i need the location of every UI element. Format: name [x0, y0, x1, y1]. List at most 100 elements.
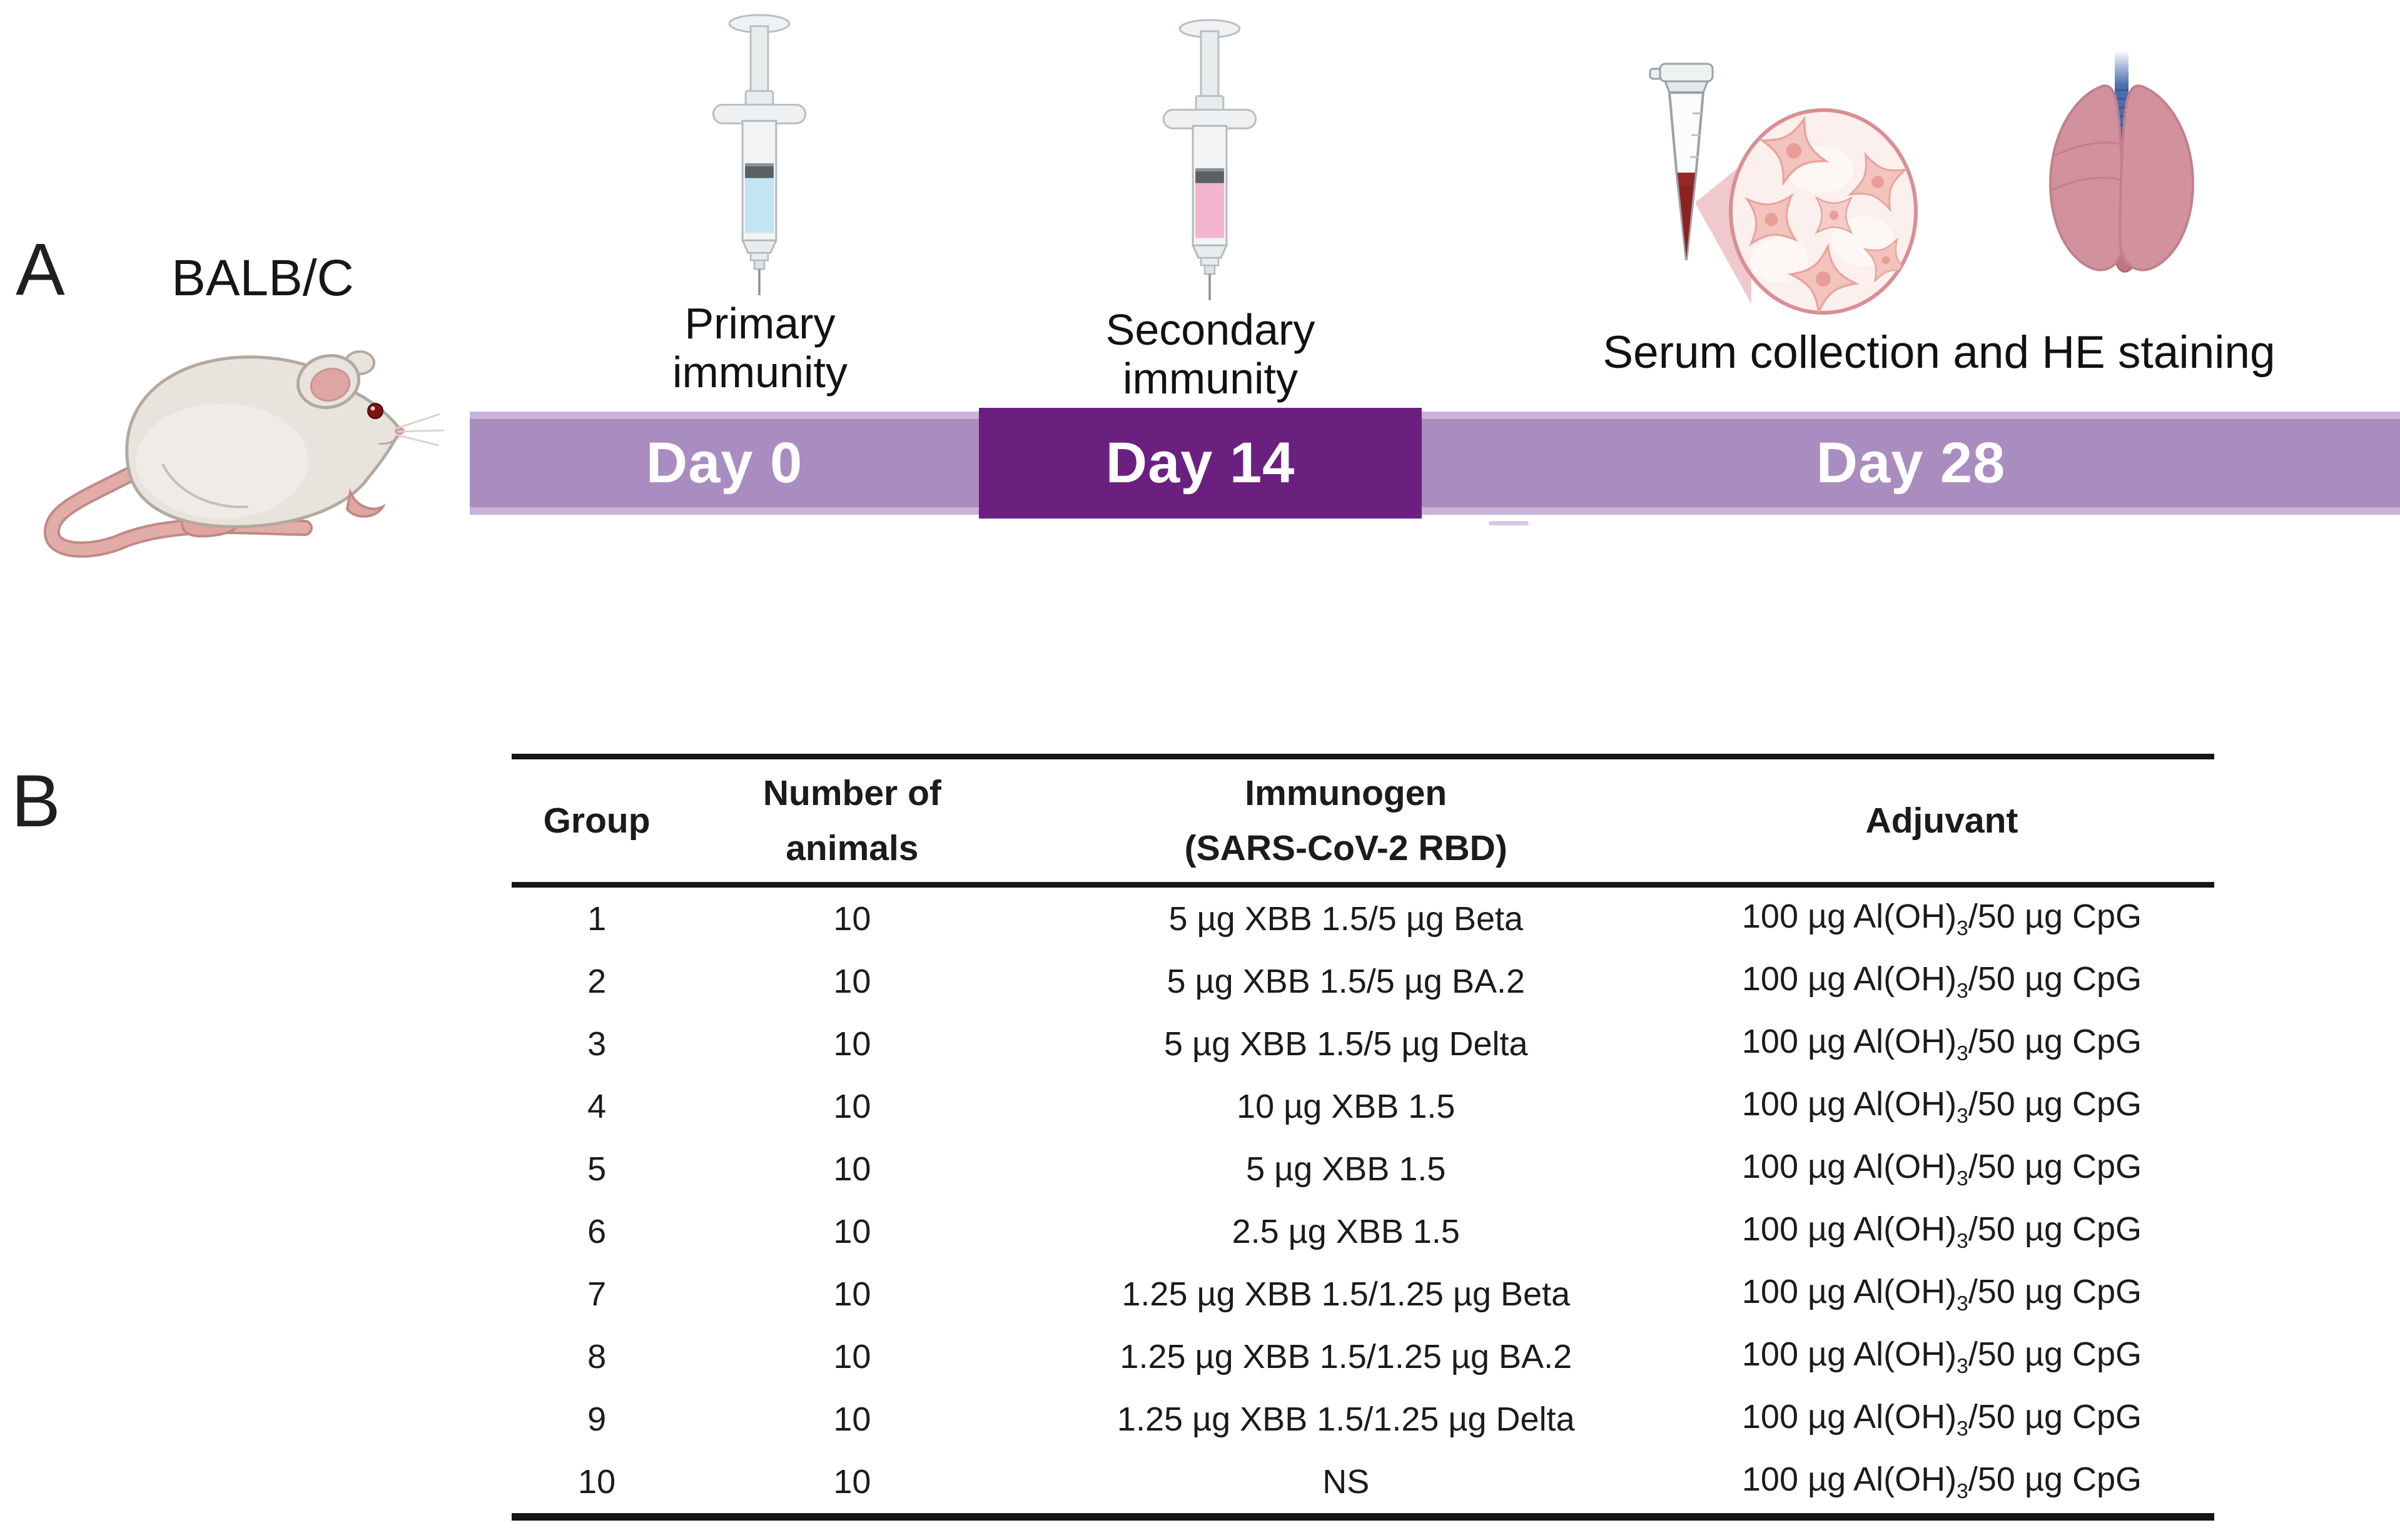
header-immunogen-line1: Immunogen	[1245, 773, 1447, 813]
timeline-segment-day28: Day 28	[1422, 412, 2400, 515]
cell-immunogen: 5 µg XBB 1.5/5 µg Beta	[1168, 900, 1524, 938]
syringe-icon	[1162, 19, 1257, 300]
adjuvant-sub: 3	[1957, 1229, 1968, 1253]
cell-animals: 10	[833, 900, 871, 938]
timeline-segment-day14: Day 14	[979, 408, 1422, 519]
adjuvant-sub: 3	[1957, 979, 1968, 1003]
primary-immunity-line2: immunity	[672, 348, 848, 397]
secondary-immunity-label: Secondary immunity	[1053, 305, 1368, 403]
groups-table: Group Number of animals Immunogen (SARS-…	[512, 754, 2214, 1521]
syringe-icon	[712, 14, 807, 295]
secondary-immunity-line1: Secondary	[1105, 305, 1315, 354]
cell-adjuvant: 100 µg Al(OH)3/50 µg CpG	[1669, 1451, 2214, 1517]
table-header-row: Group Number of animals Immunogen (SARS-…	[512, 757, 2214, 885]
cell-animals: 10	[833, 1275, 871, 1313]
secondary-syringe-illustration	[1159, 14, 1260, 300]
adjuvant-post: /50 µg CpG	[1968, 898, 2142, 936]
cell-group: 4	[587, 1088, 607, 1125]
cell-immunogen: 5 µg XBB 1.5/5 µg BA.2	[1167, 963, 1526, 1000]
mouse-illustration	[34, 308, 447, 570]
day28-label: Day 28	[1816, 431, 2006, 495]
cell-immunogen: 5 µg XBB 1.5	[1246, 1150, 1446, 1188]
adjuvant-sub: 3	[1957, 1167, 1968, 1190]
cell-group: 1	[587, 900, 607, 938]
cell-adjuvant: 100 µg Al(OH)3/50 µg CpG	[1669, 885, 2214, 951]
cell-group: 3	[587, 1025, 607, 1063]
cell-animals: 10	[833, 1213, 871, 1250]
table-row: 10 10 NS 100 µg Al(OH)3/50 µg CpG	[512, 1451, 2214, 1517]
cell-group: 5	[587, 1150, 607, 1188]
lungs-illustration	[2028, 45, 2215, 288]
adjuvant-post: /50 µg CpG	[1968, 1148, 2142, 1186]
table-row: 6 10 2.5 µg XBB 1.5 100 µg Al(OH)3/50 µg…	[512, 1200, 2214, 1263]
table-row: 8 10 1.25 µg XBB 1.5/1.25 µg BA.2 100 µg…	[512, 1325, 2214, 1388]
cell-adjuvant: 100 µg Al(OH)3/50 µg CpG	[1669, 1325, 2214, 1388]
cell-animals: 10	[833, 1338, 871, 1375]
cell-adjuvant: 100 µg Al(OH)3/50 µg CpG	[1669, 1013, 2214, 1075]
timeline-segment-day0: Day 0	[470, 412, 979, 515]
adjuvant-sub: 3	[1957, 1479, 1968, 1503]
adjuvant-pre: 100 µg Al(OH)	[1741, 1335, 1957, 1374]
header-animals-line2: animals	[786, 828, 919, 868]
cell-immunogen: 1.25 µg XBB 1.5/1.25 µg Delta	[1116, 1401, 1575, 1438]
primary-syringe-illustration	[709, 9, 810, 295]
cell-adjuvant: 100 µg Al(OH)3/50 µg CpG	[1669, 950, 2214, 1013]
primary-immunity-label: Primary immunity	[602, 299, 918, 397]
secondary-immunity-line2: immunity	[1122, 354, 1299, 403]
panel-b-label: B	[11, 760, 61, 843]
cell-immunogen: 1.25 µg XBB 1.5/1.25 µg BA.2	[1120, 1338, 1572, 1375]
header-immunogen: Immunogen (SARS-CoV-2 RBD)	[1023, 757, 1669, 885]
syringe-liquid	[1195, 183, 1224, 238]
cell-group: 7	[587, 1275, 607, 1313]
adjuvant-pre: 100 µg Al(OH)	[1741, 1148, 1957, 1186]
cell-group: 10	[578, 1463, 616, 1501]
table-row: 2 10 5 µg XBB 1.5/5 µg BA.2 100 µg Al(OH…	[512, 950, 2214, 1013]
cell-immunogen: NS	[1322, 1463, 1370, 1501]
syringe-liquid	[745, 178, 774, 233]
adjuvant-post: /50 µg CpG	[1968, 1461, 2142, 1499]
cell-group: 6	[587, 1213, 607, 1250]
adjuvant-post: /50 µg CpG	[1968, 1273, 2142, 1311]
cell-immunogen: 10 µg XBB 1.5	[1237, 1088, 1456, 1125]
adjuvant-post: /50 µg CpG	[1968, 960, 2142, 998]
cell-immunogen: 5 µg XBB 1.5/5 µg Delta	[1163, 1025, 1528, 1063]
adjuvant-pre: 100 µg Al(OH)	[1741, 898, 1957, 936]
adjuvant-pre: 100 µg Al(OH)	[1741, 1273, 1957, 1311]
panel-a-label: A	[16, 228, 65, 311]
cell-immunogen: 1.25 µg XBB 1.5/1.25 µg Beta	[1122, 1275, 1571, 1313]
table-row: 7 10 1.25 µg XBB 1.5/1.25 µg Beta 100 µg…	[512, 1263, 2214, 1325]
cell-animals: 10	[833, 963, 871, 1000]
cell-adjuvant: 100 µg Al(OH)3/50 µg CpG	[1669, 1075, 2214, 1138]
adjuvant-sub: 3	[1957, 1104, 1968, 1128]
serum-collection-illustration	[1633, 54, 1927, 328]
day14-label: Day 14	[1105, 431, 1295, 495]
timeline-bar: Day 0 Day 14 Day 28	[470, 408, 2400, 519]
day0-label: Day 0	[646, 431, 803, 495]
adjuvant-pre: 100 µg Al(OH)	[1741, 1210, 1957, 1249]
cell-animals: 10	[833, 1088, 871, 1125]
adjuvant-post: /50 µg CpG	[1968, 1085, 2142, 1123]
serum-collection-label: Serum collection and HE staining	[1603, 327, 2276, 378]
adjuvant-sub: 3	[1957, 1041, 1968, 1065]
mouse-strain-label: BALB/C	[171, 250, 354, 306]
cell-group: 8	[587, 1338, 607, 1375]
cell-adjuvant: 100 µg Al(OH)3/50 µg CpG	[1669, 1138, 2214, 1200]
timeline-artifact-dash	[1489, 521, 1529, 525]
adjuvant-pre: 100 µg Al(OH)	[1741, 1023, 1957, 1061]
mouse-icon	[43, 350, 445, 558]
cell-adjuvant: 100 µg Al(OH)3/50 µg CpG	[1669, 1388, 2214, 1451]
header-group: Group	[543, 800, 651, 841]
cell-immunogen: 2.5 µg XBB 1.5	[1232, 1213, 1460, 1250]
adjuvant-pre: 100 µg Al(OH)	[1741, 1398, 1957, 1436]
table-row: 3 10 5 µg XBB 1.5/5 µg Delta 100 µg Al(O…	[512, 1013, 2214, 1075]
adjuvant-post: /50 µg CpG	[1968, 1398, 2142, 1436]
groups-table-grid: Group Number of animals Immunogen (SARS-…	[512, 754, 2214, 1521]
cell-animals: 10	[833, 1463, 871, 1501]
adjuvant-sub: 3	[1957, 916, 1968, 940]
serum-tube-cells-icon	[1649, 63, 1918, 315]
adjuvant-post: /50 µg CpG	[1968, 1335, 2142, 1374]
cell-animals: 10	[833, 1025, 871, 1063]
adjuvant-sub: 3	[1957, 1354, 1968, 1378]
table-row: 9 10 1.25 µg XBB 1.5/1.25 µg Delta 100 µ…	[512, 1388, 2214, 1451]
